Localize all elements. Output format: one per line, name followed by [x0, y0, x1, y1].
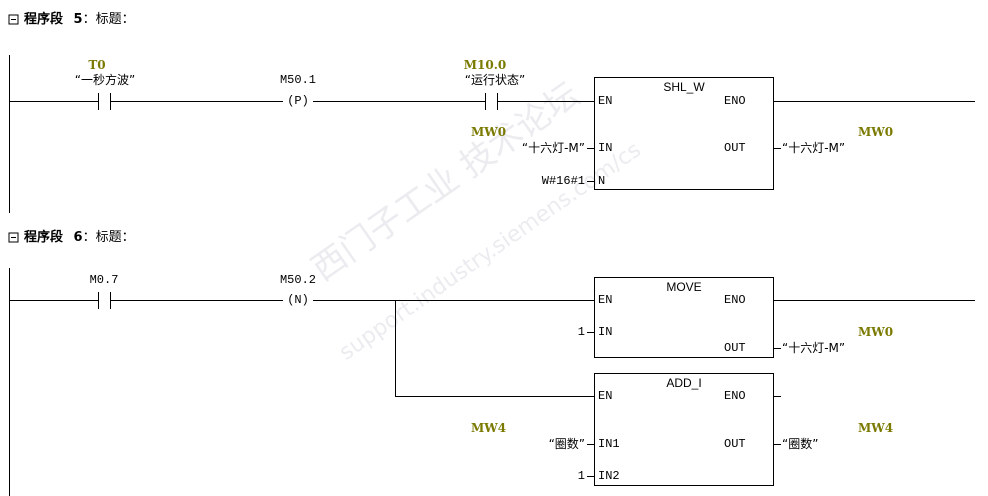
- add-i-box: [594, 373, 774, 486]
- contact-address[interactable]: T0: [88, 58, 106, 72]
- pin-in2: IN2: [598, 469, 620, 483]
- pin-en: EN: [598, 94, 613, 108]
- network-title: ：标题：: [82, 12, 135, 27]
- out-address[interactable]: MW0: [858, 125, 894, 139]
- out-symbol[interactable]: “十六灯-M”: [782, 341, 846, 355]
- collapse-icon-5: [8, 14, 19, 25]
- in-value[interactable]: 1: [577, 325, 585, 339]
- network-number: 5: [73, 12, 83, 27]
- shl-w-box: [594, 77, 774, 190]
- network-5-header[interactable]: 程序段 5：标题：: [24, 13, 135, 27]
- pin-en: EN: [598, 293, 613, 307]
- coil-address[interactable]: M50.1: [279, 73, 316, 87]
- out-address[interactable]: MW0: [858, 325, 894, 339]
- box-title: SHL_W: [663, 80, 705, 94]
- pin-eno: ENO: [724, 94, 746, 108]
- out-symbol[interactable]: “圈数”: [782, 437, 819, 451]
- in1-symbol[interactable]: “圈数”: [548, 437, 585, 451]
- coil-address[interactable]: M50.2: [279, 273, 316, 287]
- move-box: [594, 277, 774, 358]
- coil-n[interactable]: (N): [283, 293, 313, 307]
- coil-p[interactable]: (P): [283, 94, 313, 108]
- pin-in1: IN1: [598, 437, 620, 451]
- in1-address[interactable]: MW4: [471, 421, 507, 435]
- network-6-header[interactable]: 程序段 6：标题：: [24, 231, 135, 245]
- pin-out: OUT: [724, 141, 746, 155]
- contact-address[interactable]: M0.7: [89, 273, 119, 287]
- out-address[interactable]: MW4: [858, 421, 894, 435]
- contact-address[interactable]: M10.0: [463, 58, 507, 72]
- network-title: ：标题：: [82, 230, 135, 245]
- box-title: ADD_I: [666, 376, 702, 390]
- out-symbol[interactable]: “十六灯-M”: [782, 141, 846, 155]
- pin-eno: ENO: [724, 293, 746, 307]
- pin-en: EN: [598, 389, 613, 403]
- collapse-icon-6: [8, 232, 19, 243]
- pin-out: OUT: [724, 341, 746, 355]
- in-address[interactable]: MW0: [471, 125, 507, 139]
- box-title: MOVE: [666, 280, 702, 294]
- pin-n: N: [598, 174, 606, 188]
- n-value[interactable]: W#16#1: [541, 174, 585, 188]
- network-number: 6: [73, 230, 83, 245]
- in-symbol[interactable]: “十六灯-M”: [521, 141, 585, 155]
- pin-in: IN: [598, 325, 613, 339]
- contact-symbol[interactable]: “运行状态”: [464, 73, 526, 87]
- pin-in: IN: [598, 141, 613, 155]
- network-label: 程序段: [24, 230, 64, 245]
- pin-out: OUT: [724, 437, 746, 451]
- in2-value[interactable]: 1: [577, 469, 585, 483]
- network-label: 程序段: [24, 12, 64, 27]
- contact-symbol[interactable]: “一秒方波”: [74, 73, 136, 87]
- pin-eno: ENO: [724, 389, 746, 403]
